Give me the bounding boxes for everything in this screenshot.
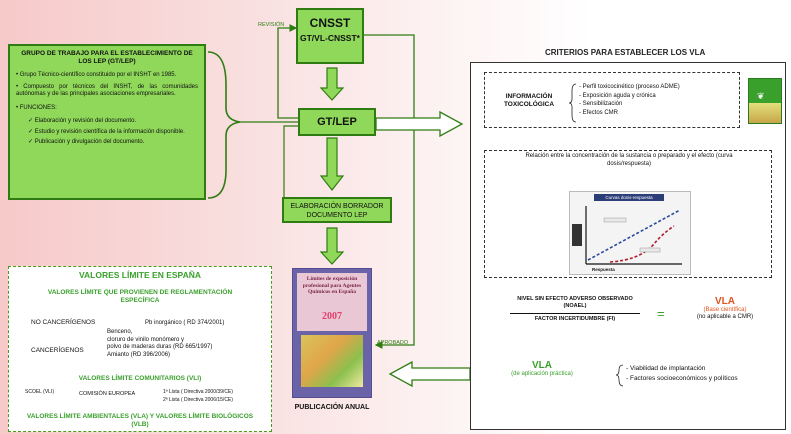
chart-xlabel: Respuesta bbox=[592, 267, 615, 272]
grupo-box: GRUPO DE TRABAJO PARA EL ESTABLECIMIENTO… bbox=[8, 44, 206, 200]
comunitarios-title: VALORES LÍMITE COMUNITARIOS (VLI) bbox=[78, 375, 202, 382]
arrow-from-criterios bbox=[388, 360, 471, 388]
info-tox-box: INFORMACIÓN TOXICOLÓGICA - Perfil toxico… bbox=[484, 72, 740, 128]
book-image bbox=[301, 335, 363, 387]
brace bbox=[207, 51, 241, 199]
cancerigenos-label: CANCERÍGENOS bbox=[31, 347, 84, 354]
info-tox-label: INFORMACIÓN TOXICOLÓGICA bbox=[503, 93, 555, 108]
equals-sign: = bbox=[657, 306, 665, 321]
relacion-box: Relación entre la concentración de la su… bbox=[484, 150, 772, 278]
funcion-text-1: Elaboración y revisión del documento. bbox=[34, 118, 137, 124]
valores-title: VALORES LÍMITE EN ESPAÑA bbox=[78, 270, 201, 280]
cnsst-subtitle: GT/VL-CNSST* bbox=[300, 33, 360, 43]
arrow-borrador-down bbox=[319, 227, 345, 265]
info-tox-item-2: - Exposición aguda y crónica bbox=[579, 92, 656, 99]
ambientales-title: VALORES LÍMITE AMBIENTALES (VLA) Y VALOR… bbox=[26, 413, 254, 428]
book-year: 2007 bbox=[322, 311, 342, 322]
revision-label: REVISIÓN bbox=[258, 22, 285, 28]
viabilidad-item: - Viabilidad de implantación bbox=[626, 365, 706, 372]
funcion-item-1: ✓ Elaboración y revisión del documento. bbox=[28, 118, 137, 124]
vla-apl-block: VLA (de aplicación práctica) bbox=[502, 360, 582, 378]
aprobado-label: APROBADO bbox=[377, 340, 409, 346]
criterios-title: CRITERIOS PARA ESTABLECER LOS VLA bbox=[545, 48, 706, 57]
scoel-label: SCOEL (VLI) bbox=[25, 389, 54, 395]
grupo-title: GRUPO DE TRABAJO PARA EL ESTABLECIMIENTO… bbox=[21, 50, 193, 65]
canc-item-4: Amianto (RD 396/2006) bbox=[107, 351, 171, 358]
revision-line bbox=[277, 24, 298, 119]
canc-item-1: Benceno, bbox=[107, 329, 133, 335]
grupo-bullet-1: • Grupo Técnico-científico constituido p… bbox=[16, 72, 177, 78]
funcion-item-2: ✓ Estudio y revisión científica de la in… bbox=[28, 128, 185, 135]
info-tox-item-1: - Perfil toxicocinético (proceso ADME) bbox=[579, 84, 680, 90]
plomo-text: Pb inorgánico ( RD 374/2001) bbox=[145, 320, 225, 326]
vla-base-sub2: (no aplicable a CMR) bbox=[696, 314, 754, 320]
canc-item-3: polvo de maderas duras (RD 665/1997) bbox=[107, 344, 213, 350]
funcion-item-3: ✓ Publicación y divulgación del document… bbox=[28, 139, 145, 145]
funcion-text-2: Estudio y revisión científica de la info… bbox=[34, 128, 185, 135]
factor-text: FACTOR INCERTIDUMBRE (FI) bbox=[534, 316, 616, 322]
arrow-to-criterios bbox=[375, 110, 464, 138]
no-cancerigenos-label: NO CANCERÍGENOS bbox=[31, 319, 96, 326]
info-tox-item-3: - Sensibilización bbox=[579, 101, 623, 107]
vla-base-block: VLA (Base científica) (no aplicable a CM… bbox=[680, 296, 770, 321]
vla-apl-sub: (de aplicación práctica) bbox=[511, 371, 573, 377]
grupo-bullet-2: • Compuesto por técnicos del INSHT, de l… bbox=[16, 83, 198, 98]
cnsst-box: CNSST GT/VL-CNSST* bbox=[296, 8, 364, 64]
book-cover: Límites de exposición profesional para A… bbox=[292, 268, 372, 398]
dose-response-chart: Curvas dosis-respuesta Respuesta bbox=[569, 191, 691, 275]
factores-item: - Factores socioeconómicos y políticos bbox=[626, 375, 738, 382]
arrow-gtlep-down bbox=[319, 137, 345, 191]
aprobado-line bbox=[364, 34, 415, 349]
comision-label: COMISIÓN EUROPEA bbox=[79, 391, 136, 397]
noael-text: NIVEL SIN EFECTO ADVERSO OBSERVADO (NOAE… bbox=[517, 296, 633, 309]
fraction-bar bbox=[510, 313, 640, 314]
lista-2: 2ª Lista ( Directiva 2006/15/CE) bbox=[163, 397, 233, 403]
chart-svg bbox=[572, 206, 682, 265]
info-tox-image: ❦ bbox=[748, 78, 782, 124]
canc-item-2: cloruro de vinilo monómero y bbox=[107, 336, 185, 343]
funciones-label: • FUNCIONES: bbox=[16, 104, 57, 111]
curve-1 bbox=[587, 209, 681, 261]
leaf-icon: ❦ bbox=[757, 91, 765, 101]
vla-base-sub1: (Base científica) bbox=[703, 307, 747, 313]
info-tox-brace bbox=[569, 83, 577, 123]
info-tox-list: - Perfil toxicocinético (proceso ADME) -… bbox=[579, 83, 680, 117]
curve-2 bbox=[609, 225, 675, 263]
book-title: Límites de exposición profesional para A… bbox=[297, 273, 367, 331]
arrow-cnsst-down bbox=[319, 67, 345, 101]
viabilidad-list: - Viabilidad de implantación - Factores … bbox=[626, 364, 738, 384]
vla-apl-title: VLA bbox=[532, 360, 552, 371]
chart-title: Curvas dosis-respuesta bbox=[594, 194, 664, 201]
funcion-text-3: Publicación y divulgación del documento. bbox=[34, 139, 145, 145]
info-tox-item-4: - Efectos CMR bbox=[579, 109, 619, 116]
listas: 1ª Lista ( Directiva 2000/39/CE) 2ª List… bbox=[163, 388, 233, 404]
borrador-box: ELABORACIÓN BORRADOR DOCUMENTO LEP bbox=[282, 197, 392, 223]
lista-1: 1ª Lista ( Directiva 2000/39/CE) bbox=[163, 389, 233, 395]
publicacion-label: PUBLICACIÓN ANUAL bbox=[294, 404, 370, 411]
viabilidad-brace bbox=[616, 364, 624, 387]
vla-base-title: VLA bbox=[715, 296, 735, 307]
relacion-text: Relación entre la concentración de la su… bbox=[525, 153, 733, 167]
gtlep-box: GT/LEP bbox=[298, 108, 376, 136]
cnsst-title: CNSST bbox=[309, 16, 351, 30]
valores-box: VALORES LÍMITE EN ESPAÑA VALORES LÍMITE … bbox=[8, 266, 272, 432]
reglamentacion-title: VALORES LÍMITE QUE PROVIENEN DE REGLAMEN… bbox=[47, 289, 233, 304]
cancerigenos-list: Benceno, cloruro de vinilo monómero y po… bbox=[107, 329, 212, 359]
